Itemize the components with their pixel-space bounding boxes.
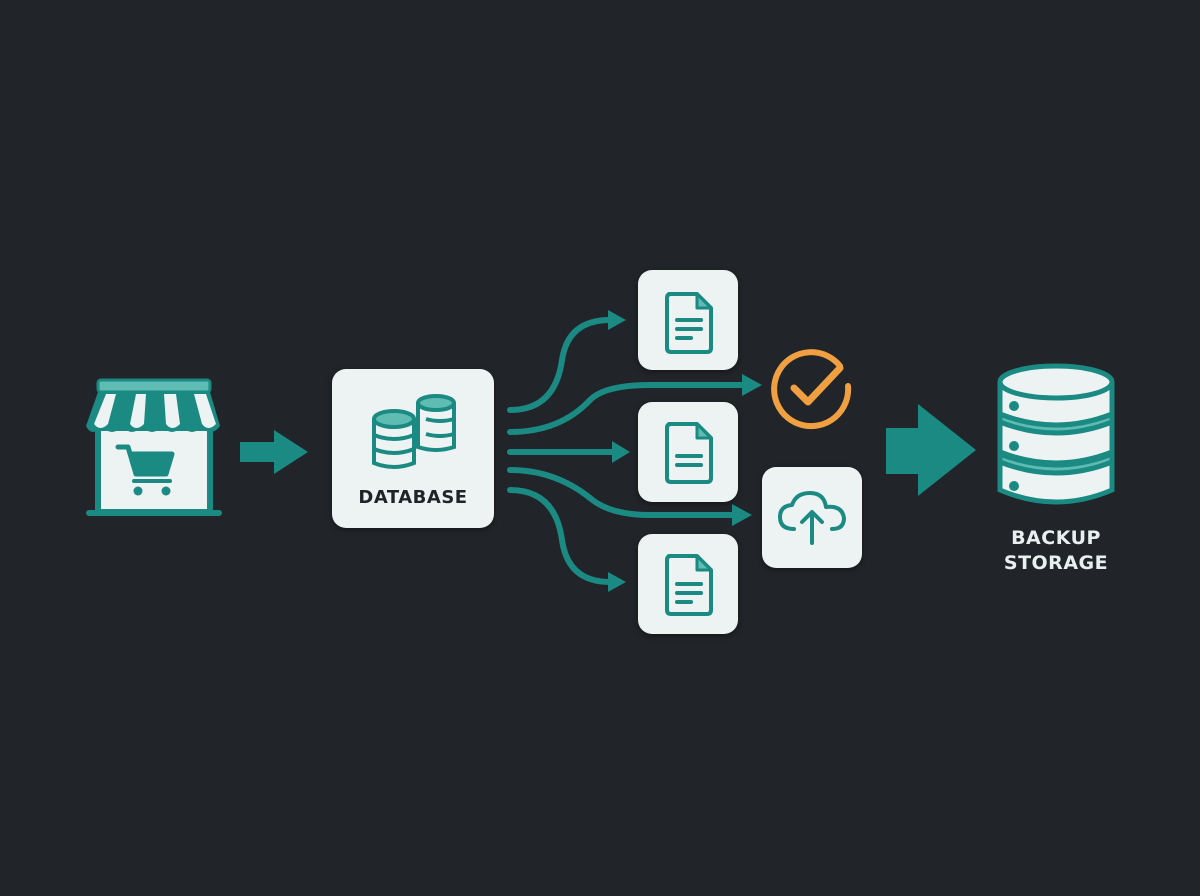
check-circle-icon xyxy=(771,349,852,430)
cloud-upload-icon xyxy=(778,491,846,545)
backup-storage-node xyxy=(996,362,1116,512)
database-cylinders-icon xyxy=(372,394,456,469)
storefront-cart-icon xyxy=(86,378,222,516)
document-icon xyxy=(665,422,713,484)
document-node-3 xyxy=(638,534,738,634)
cloud-upload-node xyxy=(762,467,862,568)
arrow-right-icon xyxy=(886,404,976,496)
document-node-2 xyxy=(638,402,738,502)
backup-storage-label: BACKUP STORAGE xyxy=(966,526,1146,576)
arrowhead-icon xyxy=(612,441,630,463)
arrowhead-icon xyxy=(732,504,752,526)
storefront-node xyxy=(84,378,224,518)
arrowhead-icon xyxy=(608,310,626,330)
document-icon xyxy=(665,292,713,354)
database-label: DATABASE xyxy=(358,487,468,508)
document-icon xyxy=(665,554,713,616)
backup-label-line1: BACKUP xyxy=(1011,527,1101,549)
arrow-to-backup xyxy=(884,402,978,498)
verified-node xyxy=(768,344,856,432)
fanout-arrows xyxy=(507,310,762,592)
document-node-1 xyxy=(638,270,738,370)
database-node: DATABASE xyxy=(332,369,494,528)
arrowhead-icon xyxy=(742,374,762,396)
arrow-right-icon xyxy=(240,430,308,474)
arrowhead-icon xyxy=(608,572,626,592)
backup-label-line2: STORAGE xyxy=(1003,552,1109,574)
server-stack-icon xyxy=(997,363,1115,505)
arrow-store-to-database xyxy=(238,428,310,476)
